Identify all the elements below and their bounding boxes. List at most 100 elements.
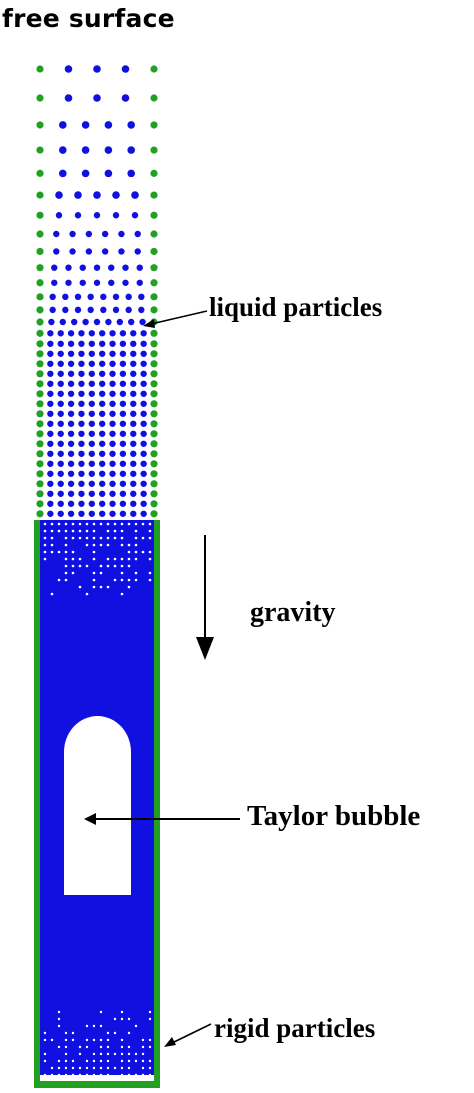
texture-speck [121,1067,123,1069]
liquid-particle [130,341,136,347]
liquid-particle [109,511,115,517]
liquid-particle [130,481,136,487]
rigid-particle [150,248,157,255]
liquid-particle [89,361,95,367]
liquid-particle [65,264,71,270]
liquid-particle [120,431,126,437]
rigid-particle [150,360,157,367]
texture-speck [65,523,68,526]
liquid-particle [78,431,84,437]
texture-speck [121,1011,123,1013]
liquid-particle [140,481,146,487]
texture-speck [51,1074,53,1076]
texture-speck [86,565,89,568]
texture-speck [100,1060,102,1062]
liquid-particle [58,401,64,407]
texture-speck [51,551,54,554]
liquid-particle [99,401,105,407]
texture-speck [149,530,152,533]
liquid-particle [68,441,74,447]
texture-speck [107,565,110,568]
liquid-particle [120,491,126,497]
texture-speck [135,1074,137,1076]
rigid-particle [36,230,43,237]
liquid-particle [120,481,126,487]
rigid-particle [150,510,157,517]
liquid-particle [68,481,74,487]
liquid-particle [125,307,131,313]
rigid-particle [150,470,157,477]
texture-speck [86,1074,88,1076]
rigid-particle [150,380,157,387]
texture-speck [121,593,124,596]
liquid-particle [140,451,146,457]
liquid-particle [89,461,95,467]
liquid-particle [78,501,84,507]
liquid-particle [94,319,100,325]
liquid-particle [140,341,146,347]
texture-speck [149,1039,151,1041]
liquid-particle [71,319,77,325]
liquid-particle [109,441,115,447]
texture-speck [65,1039,67,1041]
texture-speck [128,1053,130,1055]
liquid-particle [120,401,126,407]
liquid-particle [58,361,64,367]
liquid-particle [93,191,101,199]
texture-speck [135,530,138,533]
liquid-particle [80,264,86,270]
texture-speck [128,1018,130,1020]
texture-speck [65,1032,67,1034]
rigid-particle [36,410,43,417]
liquid-particle [47,501,53,507]
texture-speck [93,523,96,526]
rigid-particle [36,430,43,437]
texture-speck [142,1046,144,1048]
texture-speck [100,544,103,547]
texture-speck [107,586,110,589]
liquid-particle [89,401,95,407]
texture-speck [79,530,82,533]
liquid-particle [140,371,146,377]
liquid-particle [99,451,105,457]
texture-speck [149,1011,151,1013]
rigid-particle [36,420,43,427]
texture-speck [149,1018,151,1020]
liquid-particle [108,264,114,270]
texture-speck [65,565,68,568]
rigid-particle [150,230,157,237]
liquid-particle [140,501,146,507]
liquid-particle [120,511,126,517]
liquid-particle [68,411,74,417]
liquid-particle [99,461,105,467]
rigid-particle [36,470,43,477]
texture-speck [135,1025,137,1027]
texture-speck [93,1067,95,1069]
liquid-particle [109,491,115,497]
texture-speck [107,1039,109,1041]
liquid-particle [89,451,95,457]
rigid-particle [150,390,157,397]
liquid-particle [89,381,95,387]
texture-speck [72,565,75,568]
liquid-particle [99,471,105,477]
texture-speck [121,544,124,547]
liquid-particle [58,451,64,457]
liquid-particle [53,231,59,237]
liquid-particle [130,371,136,377]
liquid-particle [89,471,95,477]
liquid-particle [78,361,84,367]
texture-speck [58,1060,60,1062]
liquid-particle [68,381,74,387]
rigid-particles-arrow [164,1024,211,1047]
rigid-particle [36,380,43,387]
rigid-particle [36,450,43,457]
liquid-particle [89,371,95,377]
texture-speck [58,551,61,554]
liquid-particle [120,391,126,397]
liquid-particle [108,280,114,286]
rigid-particle [150,490,157,497]
liquid-particle [130,351,136,357]
liquid-particle [89,351,95,357]
texture-speck [100,572,103,575]
